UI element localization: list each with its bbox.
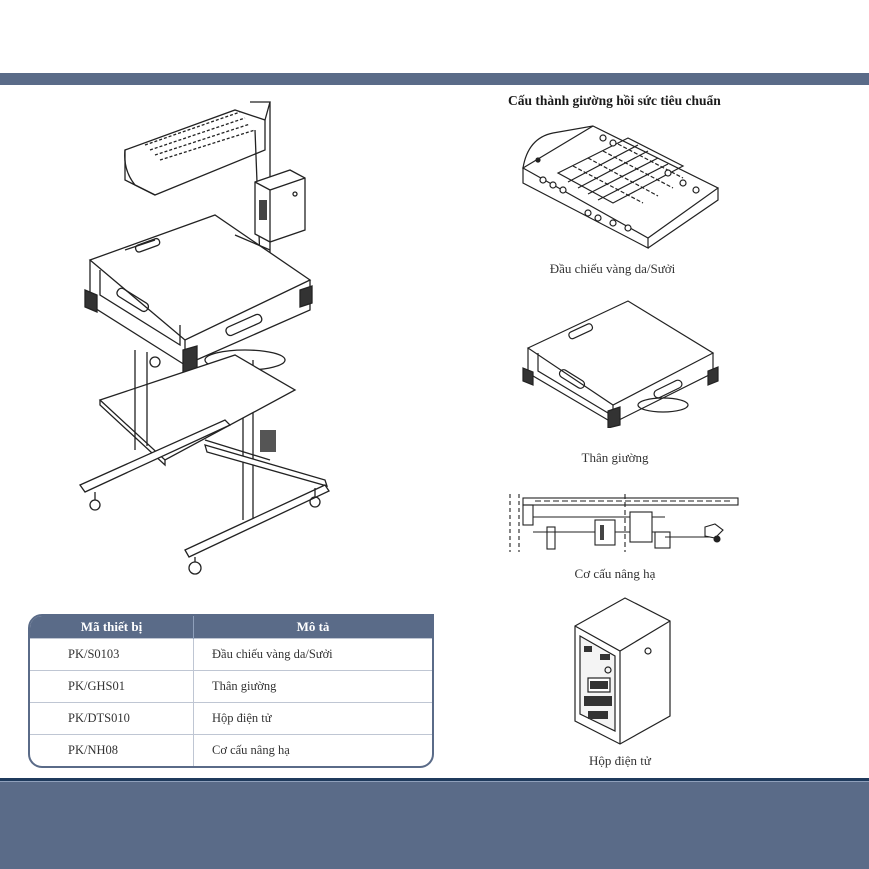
table-row: PK/GHS01 Thân giường [30,670,432,703]
parts-section-title: Cấu thành giường hồi sức tiêu chuẩn [508,93,721,108]
table-row: PK/S0103 Đầu chiếu vàng da/Sưởi [30,638,432,671]
device-spec-table: Mã thiết bị Mô tả PK/S0103 Đầu chiếu vàn… [28,614,434,768]
description-cell: Hộp điện tử [193,702,432,735]
heater-lamp-illustration [521,125,720,249]
lifting-mechanism-illustration [509,494,739,552]
description-cell: Cơ cấu nâng hạ [193,734,432,766]
header-device-code: Mã thiết bị [30,616,194,639]
part-caption-lifting: Cơ cấu nâng hạ [574,566,656,581]
part-caption-heater: Đầu chiếu vàng da/Sưởi [549,261,676,276]
footer-divider-highlight [0,781,869,782]
table-row: PK/NH08 Cơ cấu nâng hạ [30,734,432,766]
header-band [0,73,869,85]
part-caption-bed-body: Thân giường [581,450,649,465]
table-row: PK/DTS010 Hộp điện tử [30,702,432,735]
device-code-cell: PK/DTS010 [30,702,194,735]
bed-body-illustration [522,300,719,428]
footer-band [0,778,869,869]
device-code-cell: PK/NH08 [30,734,194,766]
header-description: Mô tả [193,616,432,639]
part-caption-electronic-box: Hộp điện tử [589,753,651,768]
device-code-cell: PK/GHS01 [30,670,194,703]
description-cell: Thân giường [193,670,432,703]
device-code-cell: PK/S0103 [30,638,194,671]
bed-assembly-illustration [79,101,330,575]
footer-divider [0,778,869,781]
description-cell: Đầu chiếu vàng da/Sưởi [193,638,432,671]
electronic-box-illustration [574,597,671,745]
table-header-row: Mã thiết bị Mô tả [30,616,432,639]
